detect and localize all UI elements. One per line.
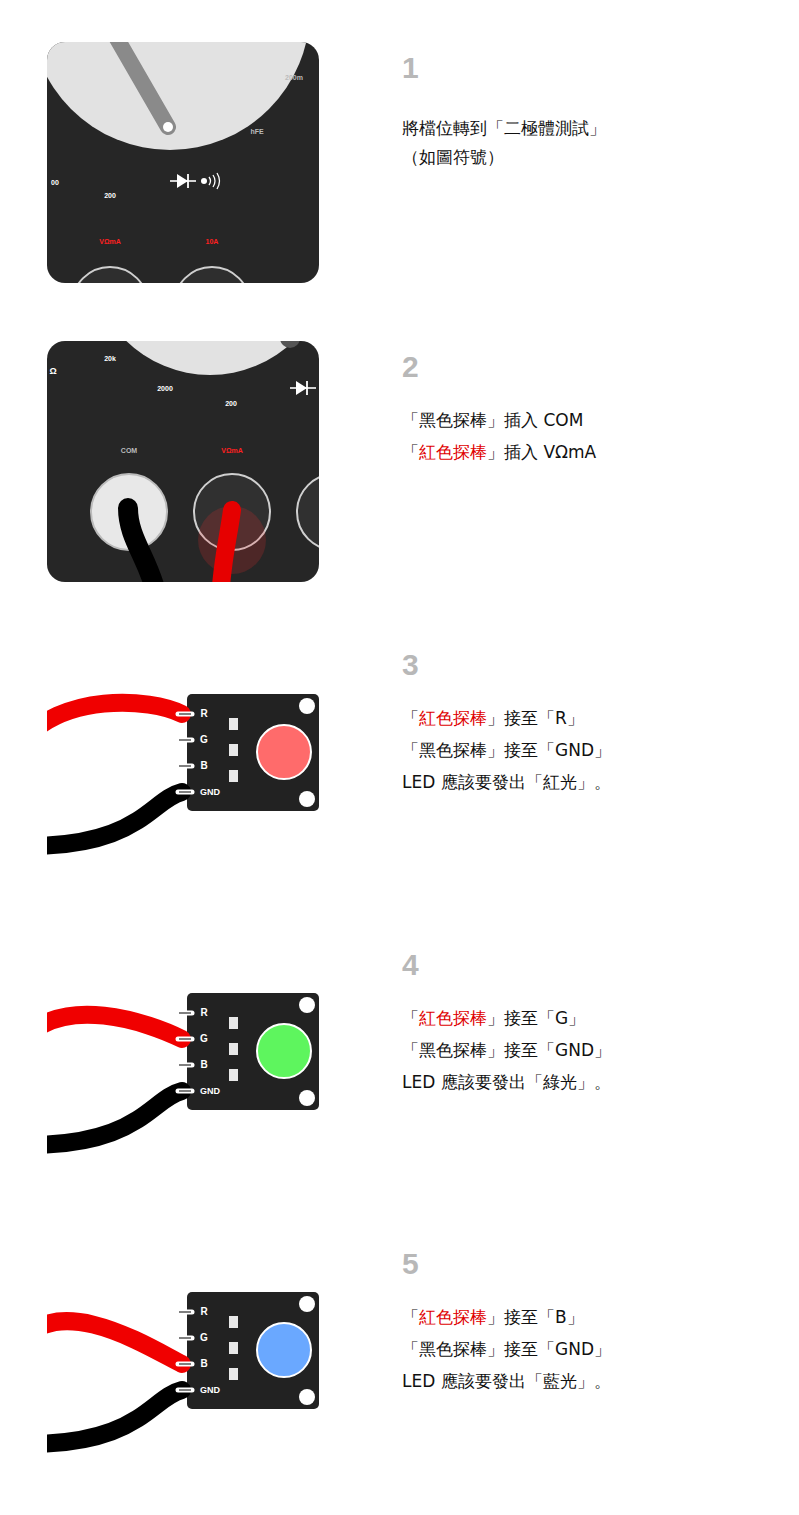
step-number: 1 (402, 51, 419, 84)
step-row: 4 (402, 950, 419, 980)
led-module (20, 993, 319, 1145)
instruction-text: 「 (402, 442, 419, 462)
pin-label: GND (200, 1087, 220, 1096)
step-row: 3 (402, 650, 419, 680)
instruction-text: 」接至「G」 (487, 1008, 585, 1028)
instruction-text: 紅色探棒 (419, 1008, 487, 1028)
instruction-text: 「 (402, 708, 419, 728)
instruction-text: 「 (402, 1307, 419, 1327)
led-board: R G B GND (187, 694, 319, 811)
pin-label: G (200, 1034, 208, 1044)
range-label: 00 (51, 179, 59, 186)
jack-label: VΩmA (99, 238, 121, 245)
range-label: 200 (225, 400, 237, 407)
multimeter-dial (47, 42, 319, 283)
instruction-line: 「紅色探棒」接至「R」 (402, 707, 584, 729)
jack-label: 10A (206, 238, 219, 245)
instruction-text: 」接至「R」 (487, 708, 584, 728)
multimeter-panel: Ω 20k 2000 200COM VΩmA (47, 341, 319, 582)
multimeter-jacks (47, 341, 319, 582)
step-row: 5 (402, 1249, 419, 1279)
range-label: Ω (49, 367, 56, 376)
instruction-text: LED 應該要發出「綠光」。 (402, 1072, 611, 1092)
led-module (20, 694, 319, 846)
instruction-text: 紅色探棒 (419, 1307, 487, 1327)
led-board: R G B GND (187, 993, 319, 1110)
range-label: 20k (104, 355, 116, 362)
instruction-text: 「黑色探棒」接至「GND」 (402, 1339, 611, 1359)
jack-label: VΩmA (221, 447, 243, 454)
step-number: 2 (402, 350, 419, 383)
instruction-line: LED 應該要發出「綠光」。 (402, 1071, 611, 1093)
pin-label: B (200, 761, 207, 771)
step-row: 1 (402, 53, 419, 83)
instruction-text: （如圖符號） (402, 147, 504, 167)
instruction-text: 紅色探棒 (419, 708, 487, 728)
instruction-line: 「黑色探棒」接至「GND」 (402, 1039, 611, 1061)
instruction-text: 「黑色探棒」接至「GND」 (402, 740, 611, 760)
diode-symbol (290, 381, 316, 395)
instruction-text: 「黑色探棒」接至「GND」 (402, 1040, 611, 1060)
instruction-line: 「紅色探棒」接至「G」 (402, 1007, 585, 1029)
range-label: hFE (250, 128, 263, 135)
pin-label: R (200, 1008, 207, 1018)
instruction-line: 「紅色探棒」插入 VΩmA (402, 441, 596, 463)
led-module (20, 1292, 319, 1444)
instruction-line: 「黑色探棒」插入 COM (402, 409, 583, 431)
pin-label: B (200, 1060, 207, 1070)
instruction-text: 「 (402, 1008, 419, 1028)
instruction-text: LED 應該要發出「紅光」。 (402, 772, 611, 792)
pin-label: G (200, 1333, 208, 1343)
multimeter-panel: 200m hFE 00 200VΩmA 10A (47, 42, 319, 283)
step-row: 2 (402, 352, 419, 382)
instruction-line: 「黑色探棒」接至「GND」 (402, 1338, 611, 1360)
instruction-text: 」接至「B」 (487, 1307, 584, 1327)
step-number: 4 (402, 948, 419, 981)
instruction-line: 將檔位轉到「二極體測試」 (402, 117, 606, 139)
led-board: R G B GND (187, 1292, 319, 1409)
range-label: 200m (285, 74, 303, 81)
pin-label: G (200, 735, 208, 745)
instruction-line: 「黑色探棒」接至「GND」 (402, 739, 611, 761)
diode-symbol (170, 173, 220, 189)
instruction-text: LED 應該要發出「藍光」。 (402, 1371, 611, 1391)
pin-label: GND (200, 788, 220, 797)
instruction-line: （如圖符號） (402, 146, 504, 168)
step-number: 5 (402, 1247, 419, 1280)
pin-label: R (200, 1307, 207, 1317)
led-modules (20, 694, 319, 1444)
instruction-text: 「黑色探棒」插入 COM (402, 410, 583, 430)
instruction-text: 」插入 VΩmA (487, 442, 596, 462)
jack-label: COM (121, 447, 137, 454)
instruction-line: 「紅色探棒」接至「B」 (402, 1306, 584, 1328)
pin-label: R (200, 709, 207, 719)
pin-label: B (200, 1359, 207, 1369)
step-number: 3 (402, 648, 419, 681)
instruction-text: 將檔位轉到「二極體測試」 (402, 118, 606, 138)
instruction-line: LED 應該要發出「藍光」。 (402, 1370, 611, 1392)
instruction-line: LED 應該要發出「紅光」。 (402, 771, 611, 793)
pin-label: GND (200, 1386, 220, 1395)
instruction-text: 紅色探棒 (419, 442, 487, 462)
range-label: 200 (104, 192, 116, 199)
range-label: 2000 (157, 385, 173, 392)
